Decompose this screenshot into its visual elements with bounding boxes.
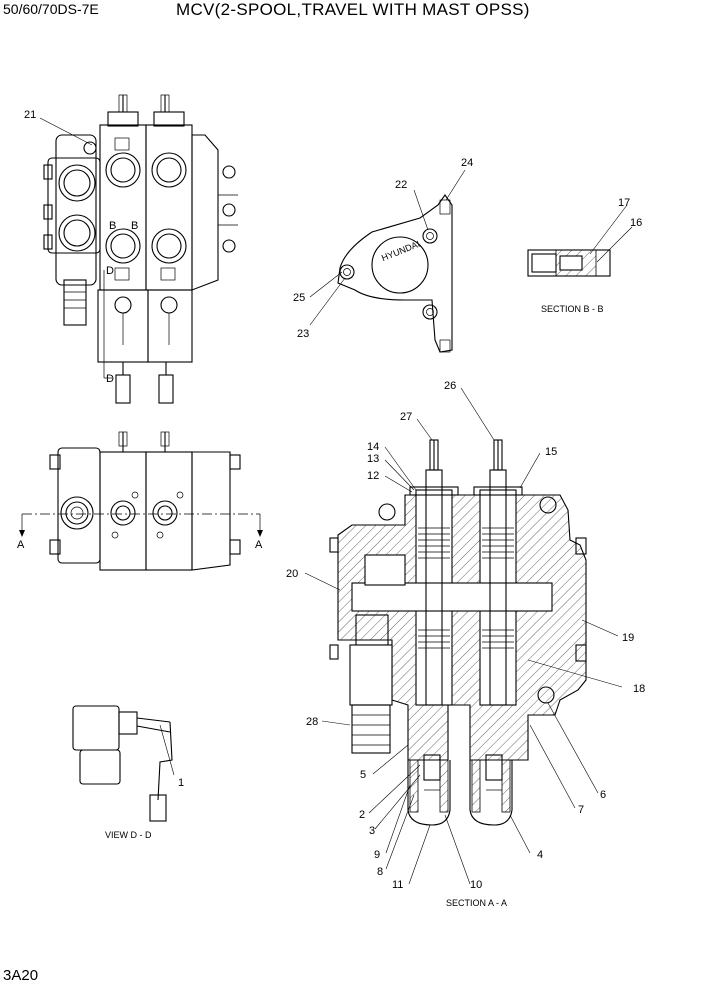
callout-12: 12 (367, 470, 379, 482)
callout-17: 17 (618, 197, 630, 209)
callout-25: 25 (293, 292, 305, 304)
callout-27: 27 (400, 411, 412, 423)
section-marker-b-left: B (109, 220, 116, 232)
view-marker-d-bottom: D (106, 373, 114, 385)
model-label: 50/60/70DS-7E (3, 1, 99, 17)
bracket-marking: HYUNDAI (380, 239, 421, 263)
callout-28: 28 (306, 716, 318, 728)
section-aa (329, 439, 587, 826)
section-bb-caption: SECTION B - B (541, 304, 604, 314)
section-marker-a-left: A (17, 539, 25, 551)
callout-13: 13 (367, 453, 379, 465)
callout-19: 19 (622, 632, 634, 644)
callout-10: 10 (470, 879, 482, 891)
callout-6: 6 (600, 789, 606, 801)
callout-26: 26 (444, 380, 456, 392)
callout-18: 18 (633, 683, 645, 695)
top-view (19, 431, 263, 571)
callout-22: 22 (395, 179, 407, 191)
callout-15: 15 (545, 446, 557, 458)
mounting-bracket (337, 194, 453, 353)
leader-lines (39, 117, 633, 885)
callout-9: 9 (374, 849, 380, 861)
callout-4: 4 (537, 849, 543, 861)
page-code: 3A20 (3, 967, 39, 984)
callout-16: 16 (630, 217, 642, 229)
page-title: MCV(2-SPOOL,TRAVEL WITH MAST OPSS) (176, 0, 530, 19)
section-marker-a-right: A (255, 539, 263, 551)
section-marker-b-right: B (131, 220, 138, 232)
view-dd-caption: VIEW D - D (105, 830, 152, 840)
callout-3: 3 (369, 825, 375, 837)
callout-5: 5 (360, 769, 366, 781)
callout-11: 11 (392, 879, 403, 891)
front-view (43, 94, 238, 404)
callout-2: 2 (359, 809, 365, 821)
view-dd (72, 705, 173, 822)
callout-24: 24 (461, 157, 473, 169)
callout-14: 14 (367, 441, 379, 453)
callout-8: 8 (377, 866, 383, 878)
view-marker-d-top: D (106, 265, 114, 277)
callout-23: 23 (297, 328, 309, 340)
section-bb (527, 249, 611, 277)
callout-7: 7 (578, 804, 584, 816)
callout-1: 1 (178, 777, 184, 789)
section-aa-caption: SECTION A - A (446, 898, 507, 908)
callout-20: 20 (286, 568, 298, 580)
callout-21: 21 (24, 109, 36, 121)
